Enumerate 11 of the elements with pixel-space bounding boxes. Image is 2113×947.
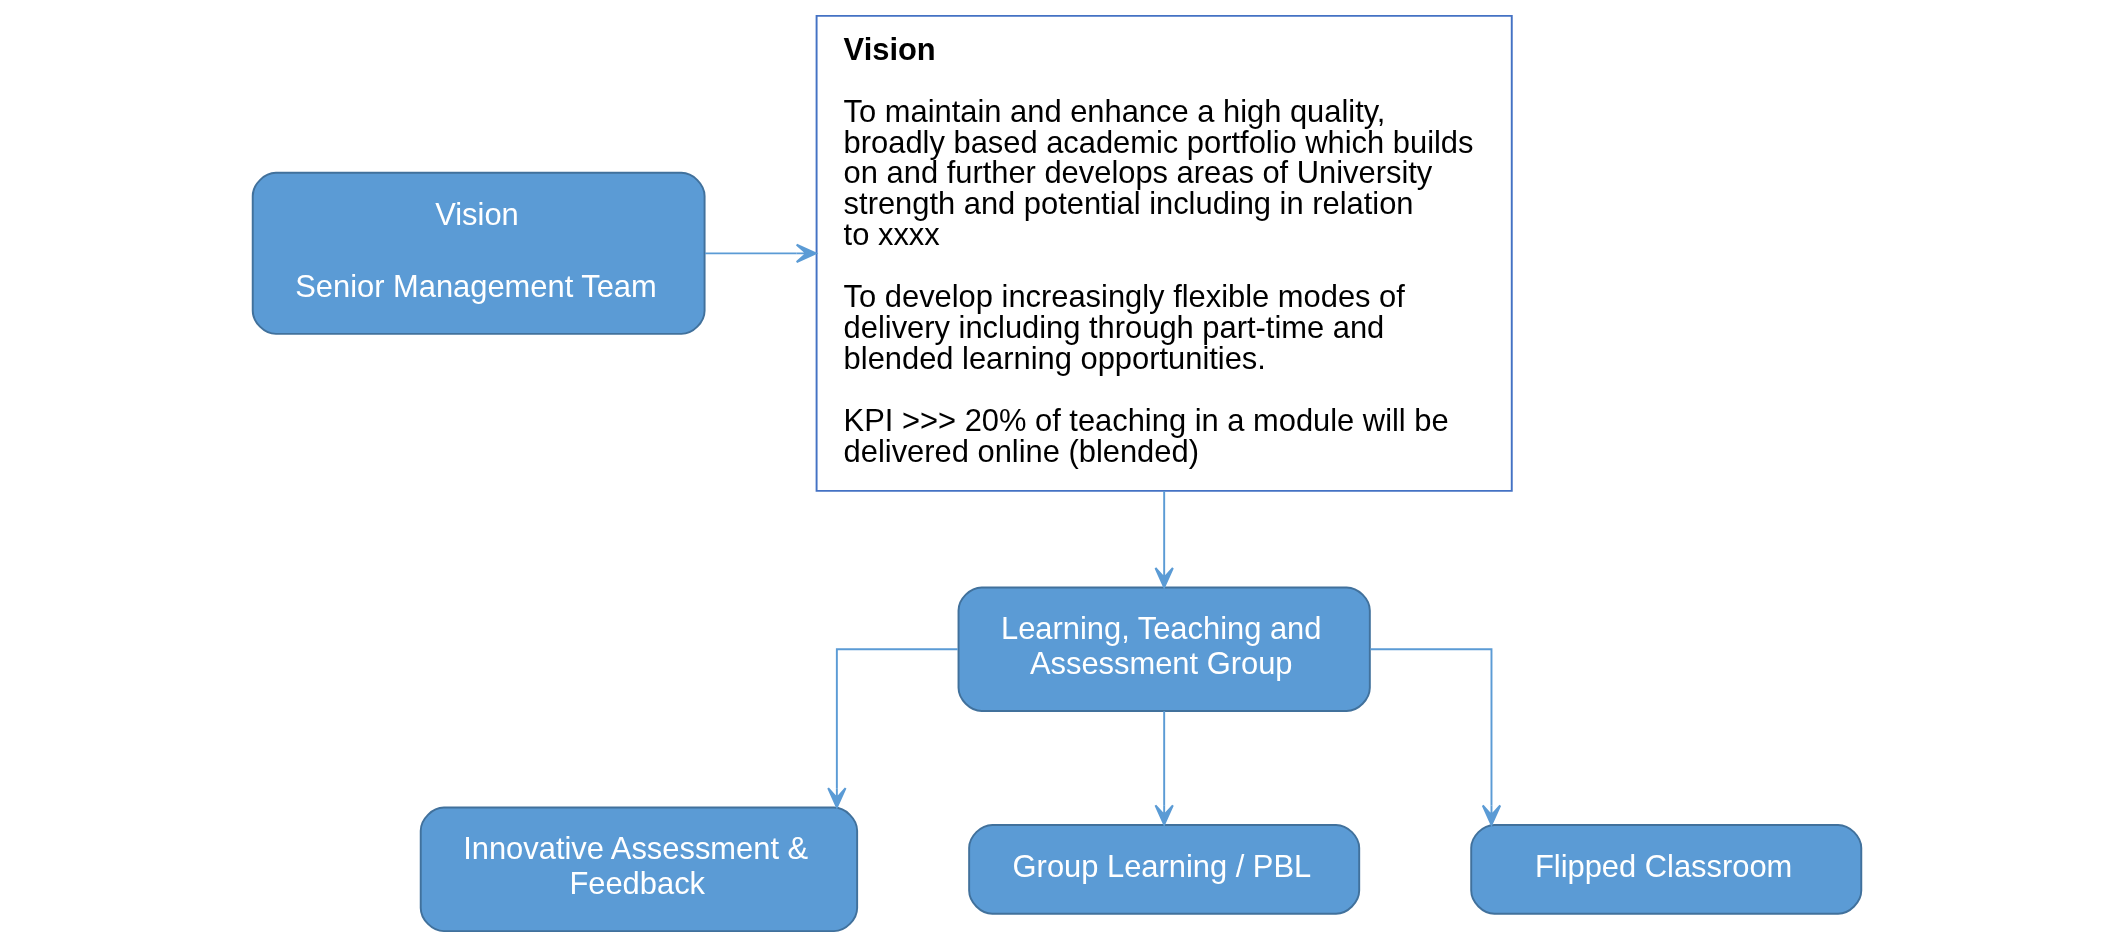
arrow xyxy=(703,243,817,263)
node-box: Innovative Assessment & Feedback xyxy=(419,806,858,933)
arrow xyxy=(826,648,959,809)
arrow xyxy=(1154,710,1174,826)
node-box: Learning, Teaching and Assessment Group xyxy=(957,586,1371,712)
node-box: Group Learning / PBL xyxy=(967,824,1360,915)
arrow xyxy=(1369,648,1501,826)
node-box: Flipped Classroom xyxy=(1469,824,1862,915)
arrow xyxy=(1154,490,1174,589)
node-box: Vision To maintain and enhance a high quality, broadly based academic portfolio which builds on and further develops areas of University strength and potential including in relation to xxxx To develop increasingly flexible modes of delivery including through part-time and blended learning opportunities. KPI >>> 20% of teaching in a module will be delivered online (blended) xyxy=(815,14,1513,492)
node-box: Vision Senior Management Team xyxy=(251,171,706,335)
